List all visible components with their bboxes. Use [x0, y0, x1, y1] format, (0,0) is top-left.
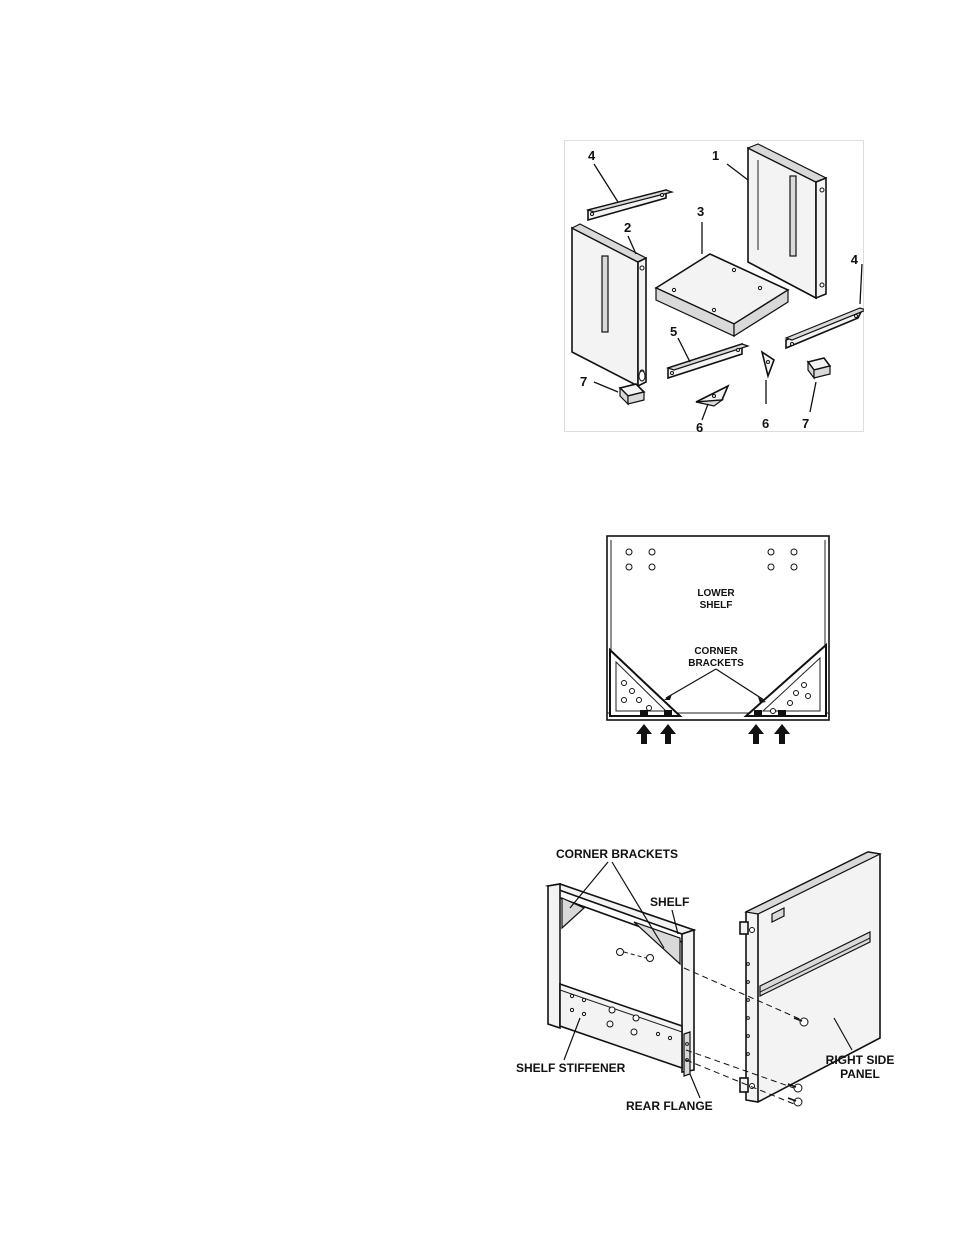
part-label-2: 2	[624, 220, 631, 235]
lower-shelf-label-line2: SHELF	[700, 600, 733, 611]
part-label-7-left: 7	[580, 374, 587, 389]
part-label-1: 1	[712, 148, 719, 163]
part-label-3: 3	[697, 204, 704, 219]
part-label-6-left: 6	[696, 420, 703, 432]
part-7-foot-right	[808, 358, 830, 378]
corner-brackets-label: CORNER BRACKETS	[556, 847, 678, 861]
part-label-5: 5	[670, 324, 677, 339]
exploded-parts-diagram: 1 2 3 4 4 5 6 6 7 7	[564, 140, 864, 432]
corner-brackets-label-line1: CORNER	[694, 646, 738, 657]
part-label-4-upper: 4	[588, 148, 596, 163]
corner-brackets-label-line2: BRACKETS	[688, 658, 744, 669]
rear-flange-label: REAR FLANGE	[626, 1099, 713, 1113]
screw-arrows	[636, 724, 790, 744]
part-label-4-right: 4	[851, 252, 859, 267]
lower-shelf-diagram: LOWER SHELF CORNER BRACKETS	[598, 530, 838, 746]
part-label-7-right: 7	[802, 416, 809, 431]
right-side-panel-label-line1: RIGHT SIDE	[826, 1053, 895, 1067]
shelf-label: SHELF	[650, 895, 689, 909]
shelf-stiffener-label: SHELF STIFFENER	[516, 1061, 626, 1075]
lower-shelf-label-line1: LOWER	[697, 588, 735, 599]
shelf-assembly-diagram: CORNER BRACKETS SHELF SHELF STIFFENER RE…	[514, 838, 900, 1128]
part-label-6-right: 6	[762, 416, 769, 431]
right-side-panel-label-line2: PANEL	[840, 1067, 880, 1081]
